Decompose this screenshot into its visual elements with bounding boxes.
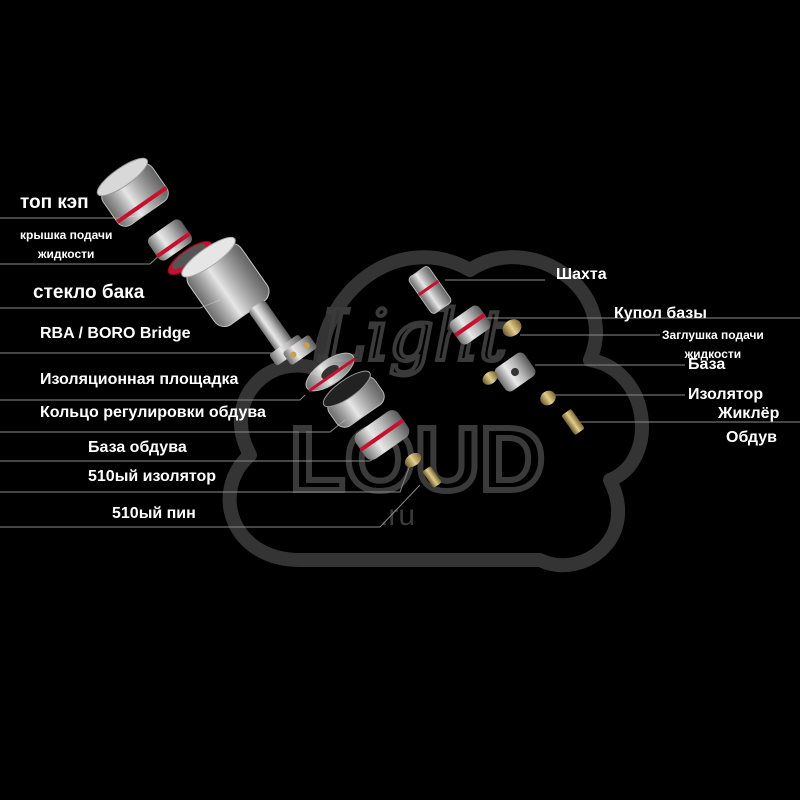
leader-line-510-insulator xyxy=(0,464,411,493)
label-base: База xyxy=(688,356,726,373)
label-510-pin: 510ый пин xyxy=(112,505,196,522)
leader-line-insulation xyxy=(0,394,306,401)
label-510-insulator: 510ый изолятор xyxy=(88,468,217,485)
label-rba-bridge: RBA / BORO Bridge xyxy=(40,325,191,342)
label-base-dome: Купол базы xyxy=(614,305,707,322)
part-510-insulator xyxy=(404,452,422,468)
part-tank-seal xyxy=(167,240,213,276)
part-510-pin xyxy=(422,466,442,488)
label-top-cap: топ кэп xyxy=(20,192,89,213)
part-base xyxy=(494,352,536,392)
label-airflow: Обдув xyxy=(726,429,778,446)
part-rba-bolts xyxy=(283,335,317,365)
part-insulator xyxy=(540,390,556,406)
part-base-screw xyxy=(482,371,498,385)
label-fill-cap-text: крышка подачи жидкости xyxy=(20,228,113,261)
part-insulation-pad xyxy=(305,352,356,393)
label-tank-glass: стекло бака xyxy=(33,282,145,303)
part-chimney xyxy=(408,266,452,314)
label-insulation-pad: Изоляционная площадка xyxy=(40,371,239,388)
watermark-logo xyxy=(222,250,649,573)
part-airflow-base xyxy=(354,410,410,460)
part-top-cap xyxy=(96,157,169,227)
leader-line-510-pin xyxy=(0,484,421,528)
part-fill-plug xyxy=(502,319,522,337)
label-airflow-base: База обдува xyxy=(88,439,187,456)
label-airflow-ring: Кольцо регулировки обдува xyxy=(40,404,266,421)
part-fill-cap xyxy=(147,219,193,261)
label-insulator: Изолятор xyxy=(688,386,764,403)
label-fill-plug-text: Заглушка подачи жидкости xyxy=(662,328,764,361)
part-jet xyxy=(561,409,585,435)
part-tank-glass xyxy=(181,236,270,327)
label-chimney: Шахта xyxy=(556,266,607,283)
label-jet: Жиклёр xyxy=(718,405,780,422)
label-fill-cap: крышка подачи жидкости xyxy=(20,226,112,264)
label-fill-plug: Заглушка подачи жидкости xyxy=(662,326,764,364)
part-airflow-ring xyxy=(322,370,385,428)
leader-lines-right xyxy=(445,279,800,423)
leader-line-rba xyxy=(0,344,291,354)
watermark-ru: .ru xyxy=(380,499,415,532)
part-base-dome xyxy=(449,305,491,345)
